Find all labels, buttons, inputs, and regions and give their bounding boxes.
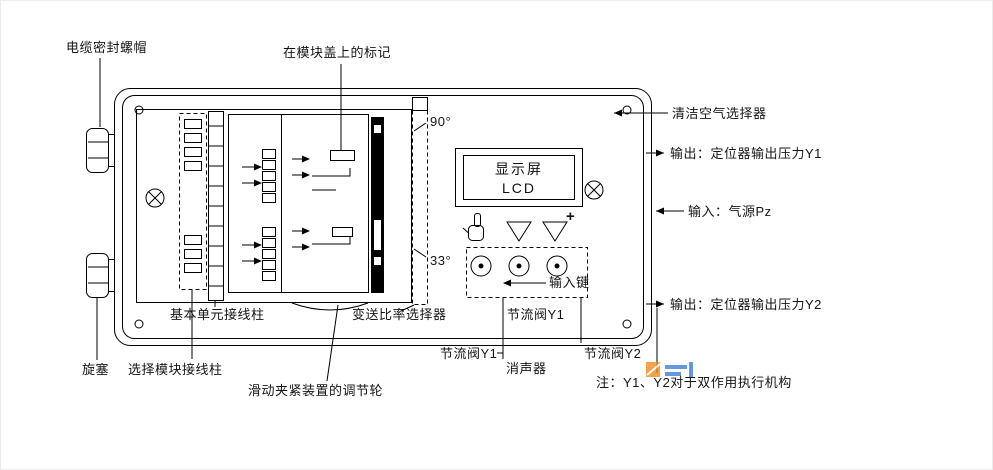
- mechanical-bay: [136, 109, 412, 303]
- lcd-display: [455, 148, 583, 207]
- cable-gland-bottom-icon: [86, 253, 115, 298]
- throttle-y2-label: 节流阀Y2: [584, 346, 642, 361]
- lcd-line1: 显示屏: [495, 161, 543, 177]
- muffler-label: 消声器: [506, 361, 547, 376]
- scale-bar: [371, 117, 384, 293]
- plus-key-label: +: [566, 208, 575, 225]
- cable-gland-top-icon: [86, 128, 115, 173]
- module-terminals-label: 选择模块接线柱: [128, 362, 223, 377]
- plug-label: 旋塞: [82, 362, 110, 377]
- clean-air-selector-label: 清洁空气选择器: [672, 106, 767, 121]
- basic-unit-terminals-label: 基本单元接线柱: [170, 307, 265, 322]
- hand-button-icon: [462, 213, 484, 241]
- basic-unit-terminal-strip: [208, 111, 224, 301]
- clamp-wheel-label: 滑动夹紧装置的调节轮: [248, 383, 384, 398]
- throttle-y1-left-label: 节流阀Y1: [440, 346, 498, 361]
- output-y2-label: 输出：定位器输出压力Y2: [670, 297, 822, 312]
- leader-lines: [96, 58, 684, 382]
- screw-icon-right: [584, 180, 604, 200]
- lcd-line2: LCD: [501, 180, 536, 196]
- module-cover-mark-label: 在模块盖上的标记: [283, 45, 392, 60]
- module-terminal-strip: [179, 113, 207, 290]
- adjustment-screws: [466, 247, 588, 298]
- angle-90-label: 90°: [430, 114, 452, 129]
- angle-33-label: 33°: [430, 253, 452, 268]
- down-button-icon: [506, 221, 532, 242]
- note-label: 注：Y1、Y2对于双作用执行机构: [596, 375, 792, 390]
- arrowheads: [254, 109, 664, 308]
- output-y1-label: 输出：定位器输出压力Y1: [670, 146, 822, 161]
- module-block: [228, 114, 369, 293]
- clamp-wheel-icon: [291, 302, 369, 311]
- throttle-y1-top-label: 节流阀Y1: [507, 307, 565, 322]
- watermark-logo: [646, 362, 693, 377]
- plus-button-icon: [542, 221, 568, 242]
- input-pz-label: 输入：气源Pz: [688, 204, 772, 219]
- lcd-screen-text: 显示屏 LCD: [463, 160, 575, 198]
- ratio-selector-strip: [412, 97, 428, 305]
- input-keys-label: 输入键: [549, 275, 590, 290]
- device-enclosure: [114, 88, 652, 346]
- screw-icon-left: [145, 188, 165, 208]
- cable-gland-label: 电缆密封螺帽: [66, 40, 148, 55]
- ratio-selector-label: 变送比率选择器: [352, 307, 447, 322]
